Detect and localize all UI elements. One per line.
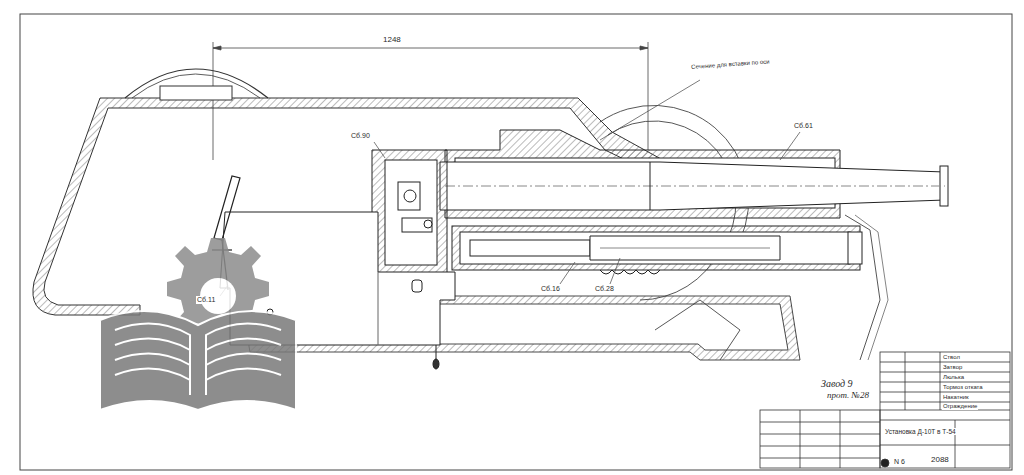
sheet-number: N 6	[893, 458, 906, 466]
table-cell: Накатник	[942, 394, 970, 401]
callout-number: Сб.61	[793, 122, 814, 130]
barrel	[440, 162, 948, 210]
table-cell: Затвор	[942, 364, 963, 371]
table-cell: Ограждение	[942, 403, 978, 410]
handwritten-note: Завод 9	[820, 378, 854, 389]
leader-line	[220, 80, 800, 296]
callout-number: Сб.11	[196, 296, 216, 304]
watermark-logo	[100, 238, 296, 410]
title-block	[760, 352, 1010, 468]
dimension-value: 1248	[382, 36, 402, 45]
callout-number: Сб.28	[594, 285, 615, 293]
callout-number: Сб.16	[540, 285, 561, 293]
sheet-frame	[20, 14, 1012, 470]
hatch-block	[160, 86, 232, 100]
recoil-cylinders	[452, 226, 862, 274]
drawing-title: Установка Д-10Т в Т-54	[884, 428, 957, 435]
breech	[372, 150, 447, 282]
note-text: Сечение для вставки по оси	[690, 58, 771, 70]
handwritten-note: прот. №28	[826, 391, 870, 401]
table-cell: Тормоз отката	[942, 384, 984, 391]
table-cell: Ствол	[942, 354, 961, 361]
callout-number: Сб.90	[350, 132, 371, 140]
table-cell: Люлька	[942, 374, 965, 381]
drawing-number: 2088	[930, 456, 950, 465]
